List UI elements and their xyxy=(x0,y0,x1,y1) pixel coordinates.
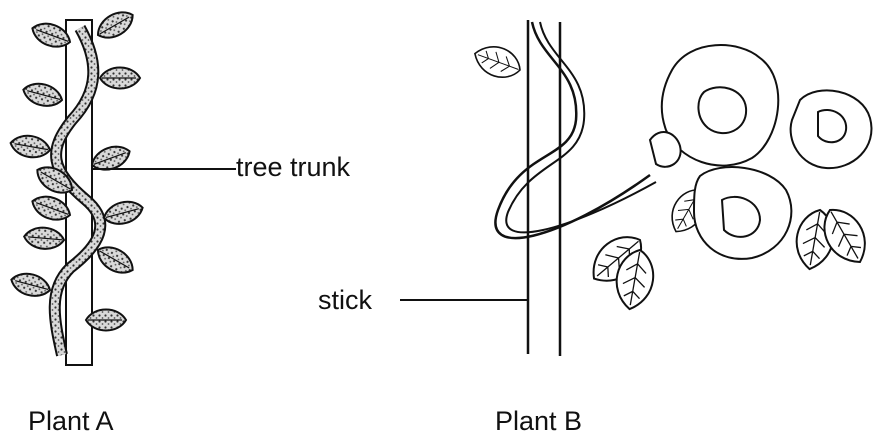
stick-label: stick xyxy=(318,287,372,314)
plant-b-caption: Plant B xyxy=(495,408,582,435)
plant-b xyxy=(470,20,876,356)
plant-b-stem xyxy=(495,22,650,238)
plant-a xyxy=(9,6,236,365)
plant-a-caption: Plant A xyxy=(28,408,114,435)
tree-trunk-label: tree trunk xyxy=(236,154,350,181)
